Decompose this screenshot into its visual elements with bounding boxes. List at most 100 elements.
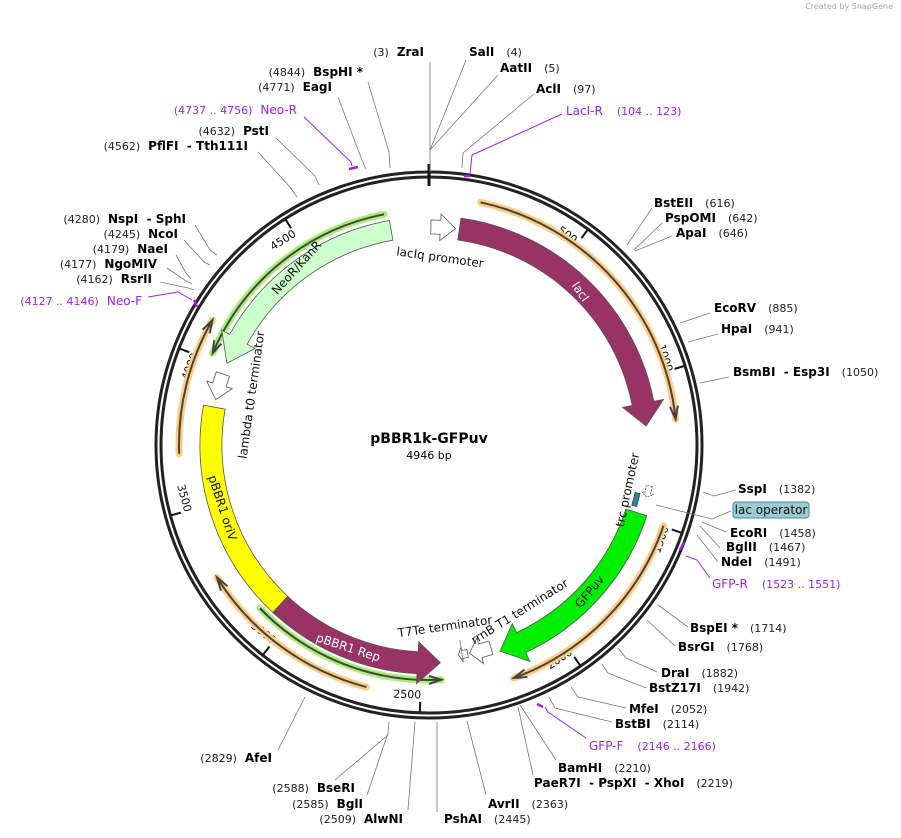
enzyme-label: (2829) AfeI (200, 751, 272, 765)
enzyme-name: NcoI (148, 227, 178, 241)
primer-gfp-r: GFP-R(1523 .. 1551) (678, 541, 840, 591)
snapgene-credit: Created by SnapGene (805, 2, 893, 11)
enzyme-label: (4179)NaeI (93, 242, 168, 256)
enzyme-position: (2585) (292, 798, 329, 811)
feature-lambda-t0-terminator (205, 371, 234, 401)
leader-line (367, 81, 391, 169)
enzyme-label: (2588)BseRI (272, 781, 355, 795)
enzyme-name: BstBI (615, 717, 651, 731)
enzyme-site-bsmbi: BsmBI - Esp3I(1050) (699, 365, 878, 384)
leader-line (469, 113, 563, 175)
enzyme-position: (5) (544, 62, 560, 75)
enzyme-position: (2829) (200, 752, 237, 765)
enzyme-label: PspOMI(642) (665, 211, 758, 225)
enzyme-site-sspi: SspI(1382) (702, 482, 816, 497)
enzyme-name: AfeI (245, 751, 272, 765)
enzyme-label: (3)ZraI (373, 45, 424, 59)
green-feature-1 (209, 210, 388, 357)
enzyme-label: BsrGI(1768) (678, 640, 763, 654)
enzyme-name: BspHI * (313, 65, 364, 79)
green-feature-1-arrow-icon (211, 340, 223, 357)
enzyme-name: MfeI (629, 702, 659, 716)
primer-mark (536, 702, 544, 709)
enzyme-label: BsmBI - Esp3I(1050) (733, 365, 878, 379)
enzyme-name: BspEI * (690, 621, 739, 635)
enzyme-label: (2585) BglI (292, 797, 363, 811)
enzyme-site-bgli: (2585) BglI (292, 721, 390, 811)
leader-line (601, 663, 647, 689)
enzyme-position: (1458) (779, 527, 816, 540)
leader-line (657, 604, 689, 628)
leader-line (429, 74, 499, 151)
lac-operator-text: lac operator (735, 503, 808, 517)
enzyme-position: (2219) (696, 777, 733, 790)
enzyme-label: ApaI(646) (676, 226, 748, 240)
primer-range: (4737 .. 4756) (174, 104, 253, 117)
leader-line (701, 521, 727, 533)
enzyme-site-ncoi: (4245)NcoI (104, 227, 211, 266)
leader-line (544, 706, 587, 739)
enzyme-position: (1050) (842, 366, 879, 379)
orange-feature-4-line (216, 576, 367, 689)
enzyme-label: PshAI(2445) (444, 812, 531, 826)
enzyme-site-bstbi: BstBI(2114) (548, 696, 699, 731)
enzyme-position: (4632) (198, 125, 235, 138)
enzyme-label: HpaI(941) (721, 322, 794, 336)
credit-brand: SnapGene (851, 2, 893, 11)
enzyme-label: AatII(5) (500, 61, 560, 75)
enzyme-position: (1768) (727, 641, 764, 654)
enzyme-label: NdeI(1491) (721, 555, 801, 569)
feature-laci (457, 217, 665, 427)
leader-line (626, 207, 653, 246)
orange-feature-2 (510, 522, 667, 682)
enzyme-site-ecori: EcoRI(1458) (701, 521, 816, 540)
leader-line (429, 59, 467, 151)
enzyme-site-nspi: (4280)NspI - SphI (63, 212, 218, 256)
green-feature-2-arrow-icon (428, 675, 445, 685)
plasmid-name: pBBR1k-GFPuv (370, 431, 487, 447)
enzyme-position: (1382) (779, 483, 816, 496)
orange-feature-4 (213, 573, 370, 691)
enzyme-label: (4562)PflFI - Tth111I (104, 139, 248, 153)
primer-mark (192, 299, 199, 308)
orange-feature-1-arrow-icon (669, 405, 679, 423)
enzyme-name: AclI (536, 82, 561, 96)
enzyme-site-bstz17i: BstZ17I(1942) (601, 663, 749, 695)
enzyme-label: (2509)AlwNI (319, 812, 403, 826)
tick-mark (171, 511, 182, 517)
leader-line (685, 555, 711, 579)
leader-line (617, 647, 658, 673)
leader-line (166, 267, 193, 285)
enzyme-name: PaeR7I - PspXI - XhoI (534, 776, 684, 790)
enzyme-site-bamhi: BamHI(2210) (519, 704, 651, 775)
enzyme-name: BglI (337, 797, 363, 811)
enzyme-label: BamHI(2210) (558, 761, 651, 775)
enzyme-site-alwni: (2509)AlwNI (319, 721, 416, 826)
enzyme-site-drai: DraI(1882) (617, 647, 738, 680)
enzyme-position: (1491) (764, 556, 801, 569)
enzyme-site-rsrii: (4162)RsrII (76, 272, 195, 291)
leader-line (407, 721, 416, 811)
enzyme-site-ecorv: EcoRV(885) (679, 301, 798, 324)
enzyme-position: (2052) (671, 703, 708, 716)
leader-line (679, 312, 711, 324)
primer-gfp-f: GFP-F(2146 .. 2166) (536, 702, 716, 753)
enzyme-position: (642) (728, 212, 758, 225)
leader-line (275, 137, 320, 186)
enzyme-site-acli: AclI(97) (461, 82, 596, 169)
enzyme-name: NgoMIV (104, 257, 157, 271)
credit-prefix: Created by (805, 2, 850, 11)
enzyme-position: (4844) (269, 66, 306, 79)
enzyme-name: HpaI (721, 322, 752, 336)
primer-name: GFP-F (589, 739, 624, 753)
leader-line (570, 686, 627, 709)
leader-line (366, 721, 390, 796)
enzyme-position: (646) (718, 227, 748, 240)
leader-line (183, 239, 211, 266)
leader-line (687, 333, 719, 343)
tick-mark (674, 365, 685, 370)
enzyme-site-naei: (4179)NaeI (93, 242, 192, 280)
tick-label: 2500 (393, 688, 421, 702)
enzyme-site-pspomi: PspOMI(642) (633, 211, 758, 251)
leader-line (277, 696, 306, 751)
